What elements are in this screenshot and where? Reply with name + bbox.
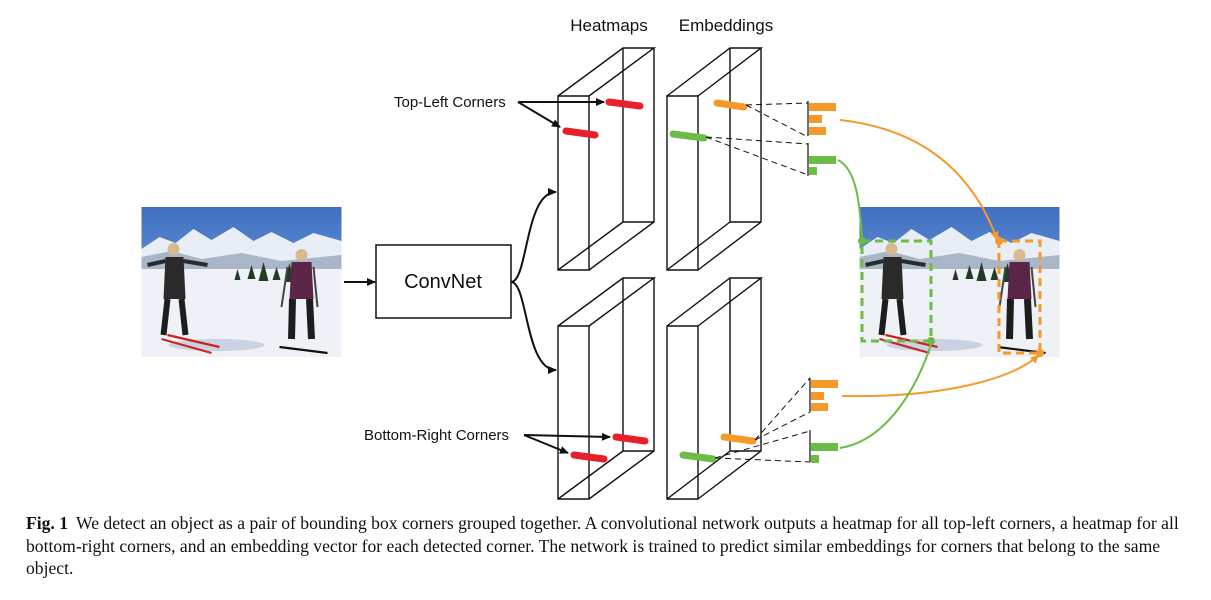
convnet-label: ConvNet xyxy=(404,271,482,293)
bottom-right-heatmap-mark-1 xyxy=(612,433,649,445)
output-image xyxy=(860,207,1060,357)
convnet-to-top-arrow xyxy=(510,188,557,283)
top-left-pointer-2 xyxy=(517,101,561,128)
heatmaps-label: Heatmaps xyxy=(570,16,647,35)
bottom-right-pointer-2 xyxy=(523,434,569,454)
caption-label: Fig. 1 xyxy=(26,513,69,533)
green-top-link xyxy=(837,159,863,239)
caption-text: We detect an object as a pair of boundin… xyxy=(26,513,1179,578)
orange-top-link xyxy=(839,119,999,241)
top-left-embedding-vector-orange xyxy=(807,101,836,136)
top-left-embedding-orange xyxy=(713,99,748,111)
bottom-right-embedding-orange xyxy=(720,433,757,445)
green-bottom-link xyxy=(839,343,932,449)
bottom-right-heatmap-volume xyxy=(557,277,657,500)
green-detection-box xyxy=(860,239,933,343)
convnet-to-bottom-arrow xyxy=(510,281,557,374)
top-left-corners-label: Top-Left Corners xyxy=(394,94,506,111)
top-embedding-projections xyxy=(705,102,809,176)
orange-detection-box xyxy=(997,239,1042,355)
bottom-right-embedding-green xyxy=(679,451,717,463)
bottom-right-corners-label: Bottom-Right Corners xyxy=(364,427,509,444)
embeddings-label: Embeddings xyxy=(679,16,774,35)
bottom-right-pointer-1 xyxy=(523,432,611,441)
bottom-right-embedding-vector-green xyxy=(809,430,838,463)
top-left-embedding-vector-green xyxy=(807,143,836,176)
green-top-left-corner-dot xyxy=(858,237,866,245)
input-image xyxy=(142,207,342,357)
bottom-right-embedding-volume xyxy=(666,277,764,500)
top-left-embedding-green xyxy=(669,130,708,142)
top-left-heatmap-volume xyxy=(557,47,657,271)
top-left-heatmap-mark-1 xyxy=(605,98,644,110)
bottom-right-heatmap-mark-2 xyxy=(570,451,608,463)
top-left-embedding-volume xyxy=(666,47,764,271)
bottom-right-embedding-vector-orange xyxy=(809,378,838,412)
green-bottom-right-corner-dot xyxy=(927,337,935,345)
bottom-embedding-projections xyxy=(714,377,811,463)
top-left-heatmap-mark-2 xyxy=(562,127,599,139)
orange-bottom-link xyxy=(841,354,1040,398)
